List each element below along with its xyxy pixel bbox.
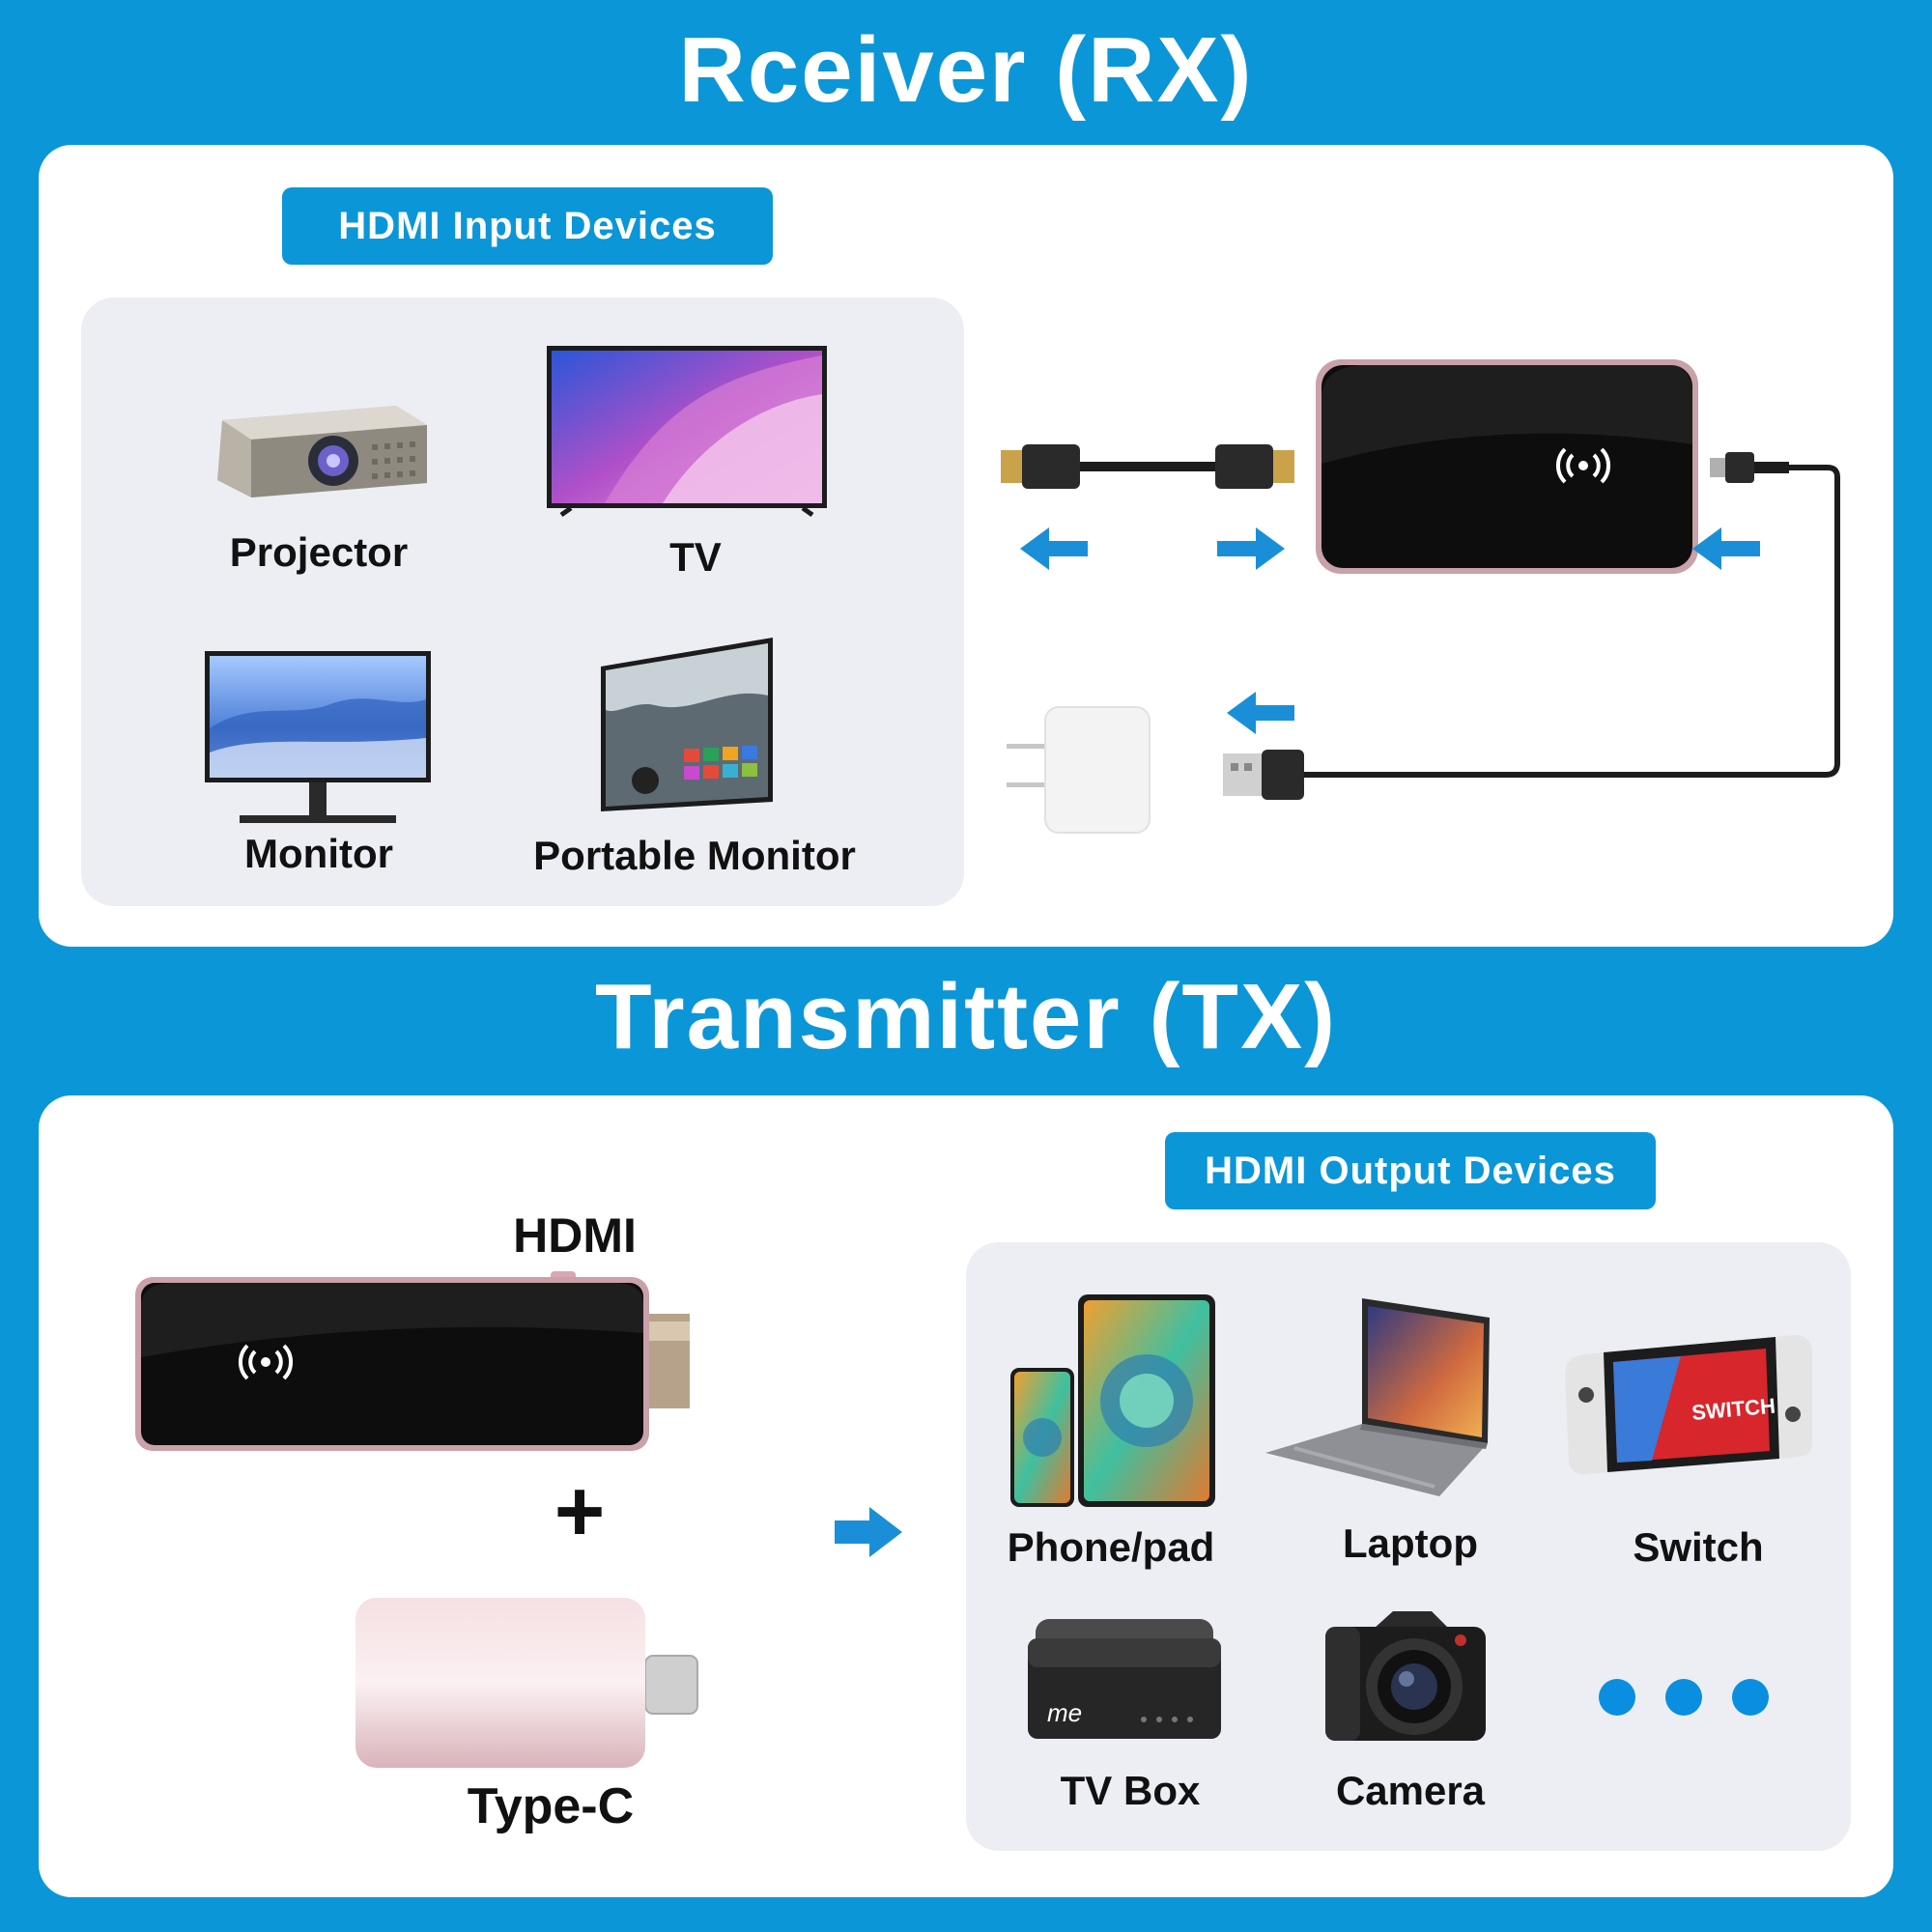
- monitor-icon: [205, 651, 431, 823]
- arrow-right-icon: [835, 1507, 902, 1557]
- portable-monitor-icon: [601, 638, 773, 811]
- device-label-tv-box: TV Box: [1060, 1768, 1201, 1813]
- device-label-laptop: Laptop: [1343, 1520, 1478, 1566]
- receiver-connection-diagram: [1001, 359, 1840, 834]
- tv-box-icon: me: [1028, 1619, 1221, 1739]
- more-dots-icon: [1599, 1679, 1635, 1716]
- more-dots-icon: [1732, 1679, 1769, 1716]
- device-label-switch: Switch: [1633, 1524, 1764, 1570]
- device-label-tv: TV: [669, 534, 722, 580]
- phone-pad-icon: [1010, 1294, 1215, 1507]
- device-label-phone-pad: Phone/pad: [1007, 1524, 1215, 1570]
- svg-text:me: me: [1047, 1698, 1082, 1727]
- device-label-projector: Projector: [229, 529, 409, 575]
- more-dots-icon: [1665, 1679, 1702, 1716]
- transmitter-title: Transmitter (TX): [594, 965, 1338, 1068]
- laptop-icon: [1265, 1298, 1490, 1496]
- device-label-monitor: Monitor: [244, 831, 393, 876]
- hdmi-label: HDMI: [513, 1208, 637, 1263]
- tv-icon: [547, 346, 827, 518]
- hdmi-input-devices-pill: HDMI Input Devices: [282, 187, 773, 265]
- device-label-camera: Camera: [1335, 1768, 1486, 1813]
- wireless-signal-icon: [238, 1344, 294, 1380]
- device-label-portable-monitor: Portable Monitor: [533, 833, 856, 878]
- receiver-title: Rceiver (RX): [678, 18, 1254, 122]
- camera-icon: [1325, 1611, 1486, 1741]
- type-c-label: Type-C: [467, 1778, 635, 1834]
- hdmi-output-devices-pill: HDMI Output Devices: [1165, 1132, 1656, 1209]
- transmitter-stick-icon: [135, 1271, 690, 1451]
- type-c-adapter-icon: [355, 1598, 698, 1768]
- projector-icon: [217, 406, 427, 497]
- wireless-signal-icon: [1555, 447, 1611, 484]
- switch-icon: SWITCH: [1565, 1335, 1812, 1474]
- plus-sign: +: [554, 1463, 606, 1560]
